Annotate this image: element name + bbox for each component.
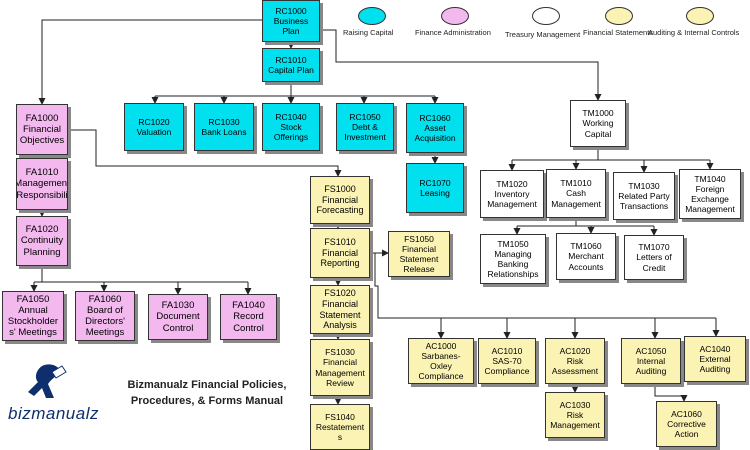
legend-label-raising-capital: Raising Capital: [343, 28, 394, 37]
legend-swatch-treasury-management: [532, 7, 560, 25]
node-fs1010[interactable]: FS1010 Financial Reporting: [310, 228, 370, 278]
node-rc1020[interactable]: RC1020 Valuation: [124, 103, 184, 151]
legend-label-financial-statements: Financial Statements: [583, 28, 654, 37]
node-rc1000[interactable]: RC1000 Business Plan: [262, 0, 320, 42]
node-tm1060[interactable]: TM1060 Merchant Accounts: [556, 233, 616, 280]
legend-label-auditing-internal-controls: Auditing & Internal Controls: [648, 28, 740, 37]
node-rc1040[interactable]: RC1040 Stock Offerings: [262, 103, 320, 151]
bizmanualz-logo: [28, 364, 67, 398]
manual-title-line-1: Bizmanualz Financial Policies,: [127, 379, 287, 391]
node-fs1020[interactable]: FS1020 Financial Statement Analysis: [310, 285, 370, 334]
manual-title-line-2: Procedures, & Forms Manual: [130, 394, 284, 407]
legend-swatch-financial-statements: [605, 7, 633, 25]
node-tm1040[interactable]: TM1040 Foreign Exchange Management: [679, 169, 741, 219]
node-ac1010[interactable]: AC1010 SAS-70 Compliance: [478, 338, 536, 384]
node-tm1030[interactable]: TM1030 Related Party Transactions: [613, 172, 675, 220]
node-tm1050[interactable]: TM1050 Managing Banking Relationships: [480, 234, 546, 284]
node-fs1040[interactable]: FS1040 Restatement s: [310, 404, 370, 450]
manual-title: Bizmanualz Financial Policies, Procedure…: [112, 378, 302, 410]
node-ac1000[interactable]: AC1000 Sarbanes- Oxley Compliance: [408, 338, 474, 384]
node-fa1050[interactable]: FA1050 Annual Stockholder s' Meetings: [2, 291, 64, 341]
node-rc1050[interactable]: RC1050 Debt & Investment: [336, 103, 394, 151]
node-fa1030[interactable]: FA1030 Document Control: [148, 294, 208, 340]
logo-wordmark: bizmanualz: [8, 404, 99, 423]
node-rc1060[interactable]: RC1060 Asset Acquisition: [406, 103, 464, 153]
node-fs1030[interactable]: FS1030 Financial Management Review: [310, 339, 370, 396]
legend-swatch-raising-capital: [358, 7, 386, 25]
node-fs1000[interactable]: FS1000 Financial Forecasting: [310, 176, 370, 224]
node-rc1070[interactable]: RC1070 Leasing: [406, 163, 464, 213]
node-rc1010[interactable]: RC1010 Capital Plan: [262, 48, 320, 82]
node-rc1030[interactable]: RC1030 Bank Loans: [194, 103, 254, 151]
legend-swatch-auditing-internal-controls: [686, 7, 714, 25]
node-tm1020[interactable]: TM1020 Inventory Management: [480, 170, 544, 218]
node-fa1020[interactable]: FA1020 Continuity Planning: [16, 216, 68, 266]
node-tm1010[interactable]: TM1010 Cash Management: [546, 169, 606, 218]
node-ac1020[interactable]: AC1020 Risk Assessment: [545, 338, 605, 384]
node-ac1040[interactable]: AC1040 External Auditing: [684, 336, 746, 382]
node-ac1030[interactable]: AC1030 Risk Management: [545, 392, 605, 438]
node-fa1040[interactable]: FA1040 Record Control: [220, 294, 277, 340]
node-ac1060[interactable]: AC1060 Corrective Action: [656, 401, 717, 447]
node-fs1050[interactable]: FS1050 Financial Statement Release: [388, 231, 450, 277]
node-fa1010[interactable]: FA1010 Management Responsibili: [16, 158, 68, 210]
node-ac1050[interactable]: AC1050 Internal Auditing: [621, 338, 681, 384]
node-tm1000[interactable]: TM1000 Working Capital: [570, 100, 626, 147]
node-tm1070[interactable]: TM1070 Letters of Credit: [624, 235, 684, 280]
legend-label-treasury-management: Treasury Management: [505, 30, 581, 39]
node-fa1060[interactable]: FA1060 Board of Directors' Meetings: [75, 291, 135, 341]
legend-swatch-finance-administration: [441, 7, 469, 25]
node-fa1000[interactable]: FA1000 Financial Objectives: [16, 104, 68, 155]
legend-label-finance-administration: Finance Administration: [415, 28, 491, 37]
